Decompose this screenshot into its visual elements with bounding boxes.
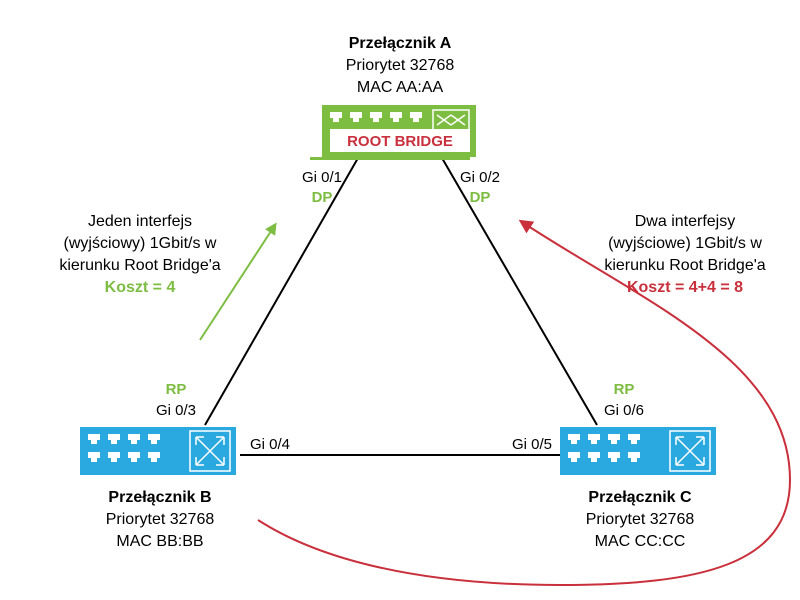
root-bridge-label: ROOT BRIDGE: [347, 133, 453, 150]
switch-a-name: Przełącznik A: [348, 35, 452, 52]
green-cost-arrow: [199, 222, 277, 341]
note-left-cost: Koszt = 4: [104, 279, 176, 296]
switch-b-info: Przełącznik B Priorytet 32768 MAC BB:BB: [60, 487, 260, 553]
switch-a-priority: Priorytet 32768: [345, 57, 455, 74]
switch-c-info: Przełącznik C Priorytet 32768 MAC CC:CC: [540, 487, 740, 553]
switch-b-icon[interactable]: [80, 427, 236, 475]
port-gi02: Gi 0/2: [459, 169, 501, 186]
port-gi06: Gi 0/6: [603, 402, 645, 419]
switch-b-mac: MAC BB:BB: [116, 533, 204, 550]
note-right-line3: kierunku Root Bridge'a: [604, 257, 766, 274]
link-a-b: [204, 157, 359, 426]
switch-arrows-icon: [669, 430, 711, 472]
note-left-line2: (wyjściowy) 1Gbit/s w: [63, 235, 217, 252]
note-right-line1: Dwa interfejsy: [634, 213, 736, 230]
switch-c-mac: MAC CC:CC: [594, 533, 686, 550]
switch-c-icon[interactable]: [560, 427, 716, 475]
switch-b-priority: Priorytet 32768: [105, 511, 215, 528]
switch-c-priority: Priorytet 32768: [585, 511, 695, 528]
note-right: Dwa interfejsy (wyjściowe) 1Gbit/s w kie…: [585, 211, 785, 299]
switch-a-icon[interactable]: ROOT BRIDGE: [310, 105, 476, 160]
role-gi01: DP: [311, 189, 333, 206]
root-bridge-badge: [330, 129, 470, 152]
port-gi03: Gi 0/3: [155, 402, 197, 419]
role-gi02: DP: [469, 189, 491, 206]
switch-c-name: Przełącznik C: [588, 489, 692, 506]
role-gi06: RP: [613, 381, 635, 398]
switch-b-name: Przełącznik B: [108, 489, 212, 506]
port-gi01: Gi 0/1: [301, 169, 343, 186]
note-left-line3: kierunku Root Bridge'a: [59, 257, 221, 274]
note-right-line2: (wyjściowe) 1Gbit/s w: [608, 235, 762, 252]
red-cost-arrow: [257, 219, 792, 587]
switch-arrows-icon: [189, 430, 231, 472]
switch-a-mac: MAC AA:AA: [356, 79, 444, 96]
note-left-line1: Jeden interfejs: [87, 213, 193, 230]
note-right-cost: Koszt = 4+4 = 8: [626, 279, 744, 296]
note-left: Jeden interfejs (wyjściowy) 1Gbit/s w ki…: [40, 211, 240, 299]
port-gi04: Gi 0/4: [249, 436, 291, 453]
link-a-c: [441, 157, 598, 426]
port-gi05: Gi 0/5: [511, 436, 553, 453]
role-gi03: RP: [165, 381, 187, 398]
switch-a-info: Przełącznik A Priorytet 32768 MAC AA:AA: [300, 33, 500, 99]
